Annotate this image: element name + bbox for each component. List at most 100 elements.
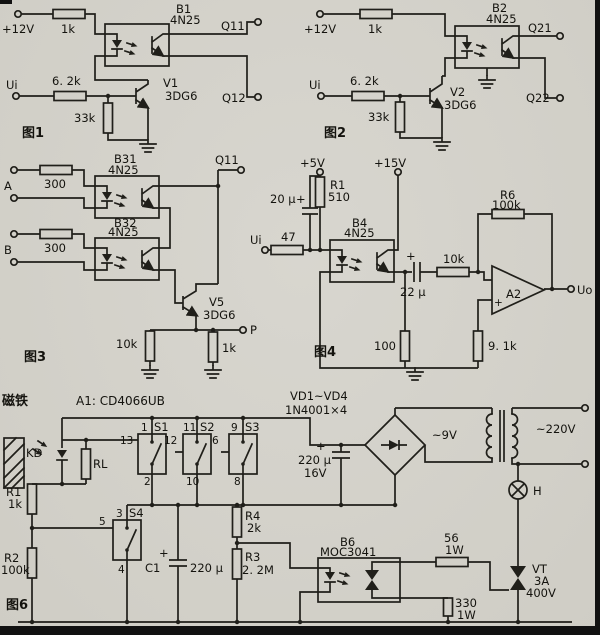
s3-name-label: S3 <box>245 420 260 434</box>
fig4-resistor-100 <box>399 330 411 362</box>
fig6-r4-name-label: R4 <box>245 509 260 523</box>
s4-pin-top-label: 3 <box>116 508 123 520</box>
fig4-terminal-input <box>260 245 270 255</box>
fig4-terminal-output <box>566 284 576 294</box>
s1-pin-bot-label: 2 <box>144 476 151 488</box>
fig6-ac-mains-label: ~220V <box>536 422 576 436</box>
scan-mark-topleft <box>0 0 12 4</box>
figure-4: +5V +15V R1 510 20 μ + Ui 47 B4 4N25 + 2… <box>250 156 592 381</box>
fig6-r330-val-label: 330 <box>455 596 477 610</box>
fig3-tr-name-label: V5 <box>209 295 224 309</box>
fig4-amp-label: A2 <box>506 287 521 301</box>
fig3-optocoupler-b32 <box>95 238 159 280</box>
fig3-q11-label: Q11 <box>215 153 239 167</box>
bridge-rectifier-icon <box>363 413 427 477</box>
s4-pin-ctrl-label: 5 <box>99 516 106 528</box>
fig6-r2-val-label: 100k <box>1 563 30 577</box>
fig6-switch-s2 <box>182 433 212 475</box>
fig3-b-label: B <box>4 243 12 257</box>
fig4-ground-icon <box>406 367 424 381</box>
fig6-b6-part-label: MOC3041 <box>320 545 376 559</box>
fig4-junction-dots <box>307 247 555 292</box>
fig6-r4-val-label: 2k <box>247 521 261 535</box>
s3-pin-bot-label: 8 <box>234 476 241 488</box>
fig4-cap-in-plus-label: + <box>296 192 306 206</box>
fig6-resistor-r1 <box>26 483 38 515</box>
fig4-15v-label: +15V <box>374 156 406 170</box>
fig3-rc-label: 10k <box>116 337 138 351</box>
fig1-tr-part-label: 3DG6 <box>165 89 197 103</box>
fig4-input-label: Ui <box>250 233 262 247</box>
fig4-opto-name-label: B4 <box>352 216 367 230</box>
fig1-wires <box>19 13 255 141</box>
fig4-opto-part-label: 4N25 <box>344 226 375 240</box>
figure-2: +12V 1k B2 4N25 Q21 Ui 6. 2k 33k V2 3DG6… <box>304 1 565 151</box>
fig6-b6-name-label: B6 <box>340 535 355 549</box>
fig6-r56-watt-label: 1W <box>445 543 464 557</box>
fig6-resistor-56 <box>435 556 469 568</box>
fig6-terminal-mains-top <box>580 403 590 413</box>
fig1-terminal-input <box>11 91 21 101</box>
fig6-resistor-r3 <box>231 548 243 580</box>
fig6-terminal-mains-bottom <box>580 459 590 469</box>
fig3-a-label: A <box>4 179 12 193</box>
fig2-caption: 图2 <box>324 126 346 141</box>
fig2-resistor-6k2 <box>351 90 385 102</box>
fig4-wires <box>268 175 568 369</box>
fig4-cap-out-plus-label: + <box>406 249 416 263</box>
fig3-b31-label: B31 <box>114 152 137 166</box>
fig4-rin-label: 47 <box>281 230 296 244</box>
fig6-junction-dots <box>29 415 521 625</box>
fig4-resistor-9k1 <box>472 330 484 362</box>
fig2-rin-label: 6. 2k <box>350 74 379 88</box>
scan-border-bottom <box>0 626 600 635</box>
fig3-terminal-a1 <box>9 165 19 175</box>
s4-pin-bot-label: 4 <box>118 564 125 576</box>
fig6-vt-current-label: 3A <box>534 574 549 588</box>
fig1-q12-label: Q12 <box>222 91 246 105</box>
fig2-wires <box>323 13 557 139</box>
fig6-r330-watt-label: 1W <box>457 608 476 622</box>
fig1-caption: 图1 <box>22 126 44 141</box>
s1-pin-ctrl-label: 13 <box>120 435 133 447</box>
fig3-terminal-p <box>238 325 248 335</box>
fig1-rtop-label: 1k <box>61 22 75 36</box>
fig2-q22-label: Q22 <box>526 91 550 105</box>
fig4-r1-val-label: 510 <box>328 190 350 204</box>
fig2-rbias-label: 33k <box>368 110 390 124</box>
fig1-ground-icon <box>139 139 157 153</box>
fig6-cap-plus-label: + <box>316 439 326 453</box>
fig6-switch-s4 <box>112 519 142 561</box>
fig4-resistor-47 <box>270 244 304 256</box>
fig6-r56-val-label: 56 <box>444 531 459 545</box>
fig1-tr-name-label: V1 <box>163 76 178 90</box>
fig2-opto-name-label: B2 <box>492 1 507 15</box>
fig1-resistor-1k <box>52 8 86 20</box>
fig6-ic-label: A1: CD4066UB <box>76 394 165 408</box>
fig3-resistor-300a <box>39 164 73 176</box>
fig6-resistor-r4 <box>231 506 243 538</box>
fig3-terminal-a2 <box>9 193 19 203</box>
fig1-opto-name-label: B1 <box>176 2 191 16</box>
fig6-cap-volt-label: 16V <box>304 466 327 480</box>
magnet-icon <box>2 436 26 490</box>
fig4-output-label: Uo <box>577 283 592 297</box>
fig6-r2-name-label: R2 <box>4 551 19 565</box>
fig4-optocoupler-b4 <box>330 240 394 282</box>
figure-6: 磁铁 A1: CD4066UB VD1~VD4 1N4001×4 KD RL R… <box>1 389 590 625</box>
s2-pin-ctrl-label: 12 <box>164 435 177 447</box>
figure-1: +12V 1k B1 4N25 Q11 Ui 6. 2k 33k V1 3DG6… <box>2 2 263 153</box>
fig3-b32-part-label: 4N25 <box>108 225 139 239</box>
fig2-opto-part-label: 4N25 <box>486 12 517 26</box>
s3-pin-top-label: 9 <box>231 422 238 434</box>
figure-3: A 300 B31 4N25 Q11 B 300 B32 4N25 V5 3DG… <box>4 152 257 379</box>
fig6-r3-name-label: R3 <box>245 550 260 564</box>
fig2-q21-label: Q21 <box>528 21 552 35</box>
fig1-emitter-arrow <box>134 97 150 109</box>
fig6-diodes-name-label: VD1~VD4 <box>290 389 348 403</box>
s3-pin-ctrl-label: 6 <box>212 435 219 447</box>
fig4-5v-label: +5V <box>300 156 325 170</box>
fig6-optocoupler-b6 <box>317 557 401 603</box>
fig1-input-label: Ui <box>6 78 18 92</box>
fig6-lamp-label: H <box>533 484 542 498</box>
